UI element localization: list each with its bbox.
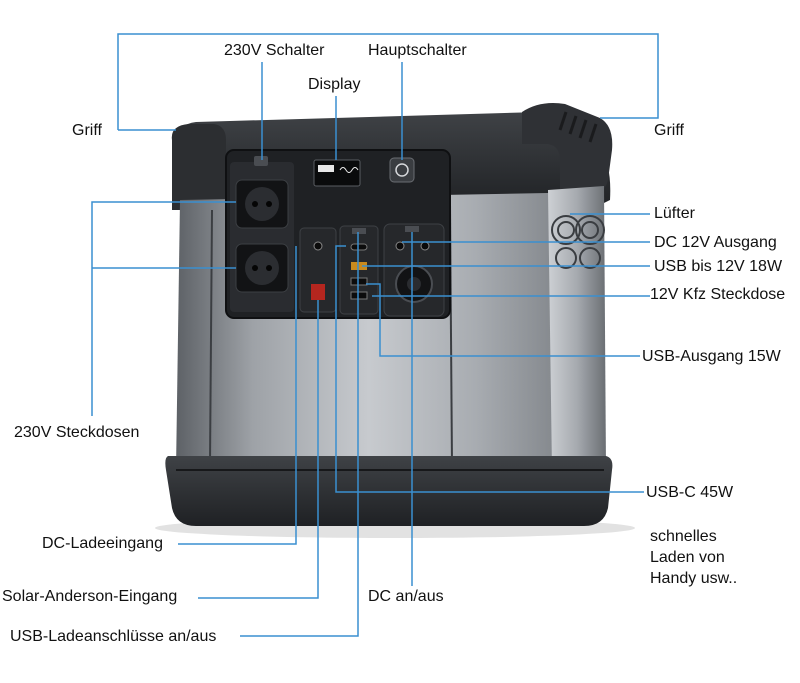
note-line-3: Handy usw.. [650,570,738,587]
power-icon [395,163,409,177]
body-seam-left [209,209,213,463]
label-dc-lade: DC-Ladeeingang [42,535,163,552]
usb-qc-port [351,262,367,270]
right-handle [522,103,613,196]
main-switch [389,157,415,183]
label-solar: Solar-Anderson-Eingang [2,588,178,605]
label-kfz: 12V Kfz Steckdose [650,286,786,303]
label-230v-schalter: 230V Schalter [224,42,325,59]
dc-port-2 [420,241,430,251]
label-usb-lade: USB-Ladeanschlüsse an/aus [10,628,217,645]
label-usbc: USB-C 45W [646,484,734,501]
ac-socket-1 [235,179,289,229]
display-screen [313,159,361,187]
right-handle-grip [558,111,598,143]
note-line-2: Laden von [650,549,725,566]
label-usb-15w: USB-Ausgang 15W [642,348,781,365]
leader-lines [91,33,659,637]
ac-switch [254,156,268,166]
label-dc-anaus: DC an/aus [368,588,444,605]
usbc-port-1 [350,243,368,251]
label-usb-12v: USB bis 12V 18W [654,258,783,275]
anderson-port [311,284,325,300]
bottom-bumper [165,456,613,526]
note-fast-charging: schnelles Laden von Handy usw.. [650,526,737,589]
label-hauptschalter: Hauptschalter [368,42,467,59]
usb-port-1 [350,277,368,286]
display-wave [339,167,359,173]
note-line-1: schnelles [650,528,717,545]
left-handle [171,124,226,210]
label-display: Display [308,76,361,93]
label-dc-12v: DC 12V Ausgang [654,234,777,251]
label-griff-left: Griff [72,122,102,139]
ac-socket-2 [235,243,289,293]
side-face [548,186,606,470]
label-griff-right: Griff [654,122,684,139]
car-socket-inner [407,277,421,291]
dc-switch [405,226,419,232]
fan-vent [551,215,605,269]
dc-input-port [313,241,323,251]
dc-port-1 [395,241,405,251]
label-luefter: Lüfter [654,205,695,222]
display-battery [318,165,334,172]
label-230v-steckdosen: 230V Steckdosen [14,424,140,441]
usb-switch [352,228,366,234]
usb-port-2 [350,291,368,300]
